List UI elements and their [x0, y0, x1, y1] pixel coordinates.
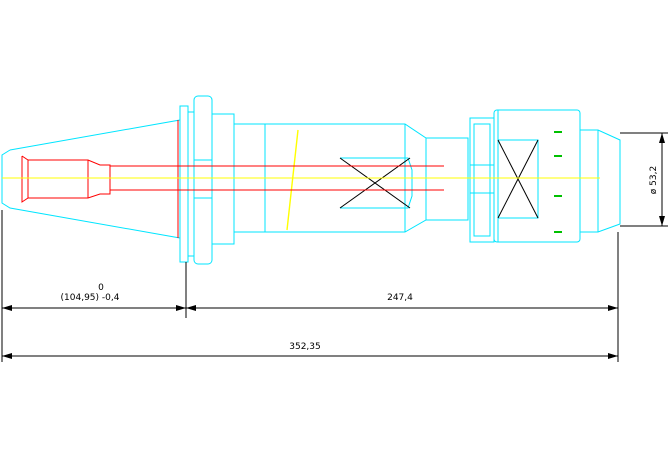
arrowhead — [608, 353, 618, 359]
collet-assembly — [21, 120, 444, 238]
neck — [211, 113, 235, 245]
arrowhead — [176, 305, 186, 311]
dim-text-left-upper: 0 — [98, 283, 104, 293]
dim-text-left-lower: (104,95) -0,4 — [61, 293, 120, 303]
taper-cone — [1, 119, 181, 239]
flange-rear — [179, 105, 189, 263]
thread-marks — [554, 131, 562, 233]
arrowhead — [608, 305, 618, 311]
collet-head — [21, 155, 111, 203]
arrowhead — [186, 305, 196, 311]
shank-bore — [340, 157, 413, 209]
nut-window — [497, 139, 539, 219]
arrowhead — [2, 353, 12, 359]
shank — [233, 123, 469, 233]
break-line — [286, 129, 299, 231]
dim-text-middle: 247,4 — [387, 293, 413, 303]
arrowhead — [659, 133, 665, 143]
dimension-lines — [1, 132, 668, 362]
flange-groove — [187, 111, 195, 257]
coupling-nut — [493, 109, 581, 243]
dimension-arrows — [2, 133, 665, 359]
arrowhead — [2, 305, 12, 311]
dim-text-diameter: ø 53,2 — [649, 166, 659, 194]
coupling-collar-inner — [473, 123, 491, 237]
cross-line — [497, 139, 539, 219]
nose — [580, 129, 621, 233]
dim-text-total: 352,35 — [289, 342, 321, 352]
cross-symbols — [339, 139, 539, 219]
holder-outline — [1, 95, 621, 265]
flange-front — [193, 95, 213, 265]
arrowhead — [659, 216, 665, 226]
